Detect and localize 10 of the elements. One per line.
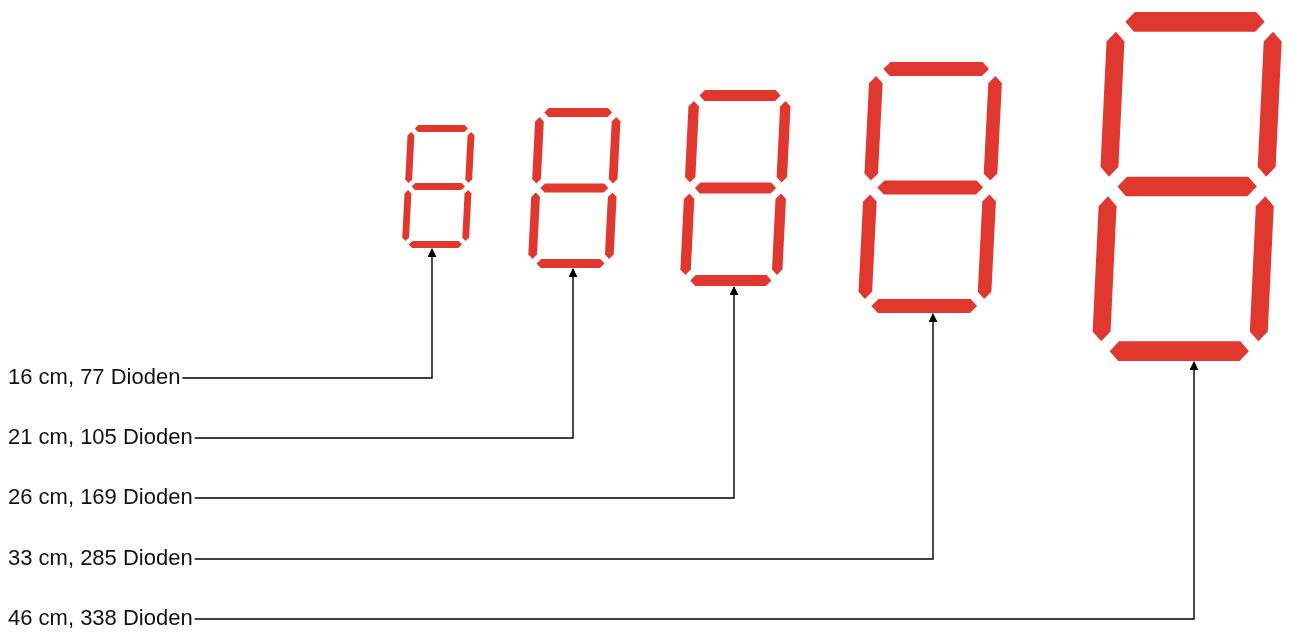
- leader-line: [193, 268, 578, 439]
- leader-line: [181, 248, 437, 379]
- size-label: 33 cm, 285 Dioden: [8, 545, 193, 571]
- leader-line: [193, 286, 739, 499]
- leader-line: [193, 313, 938, 560]
- leader-line: [193, 361, 1199, 620]
- size-label: 21 cm, 105 Dioden: [8, 424, 193, 450]
- size-label: 46 cm, 338 Dioden: [8, 605, 193, 631]
- size-label: 16 cm, 77 Dioden: [8, 364, 181, 390]
- size-label: 26 cm, 169 Dioden: [8, 484, 193, 510]
